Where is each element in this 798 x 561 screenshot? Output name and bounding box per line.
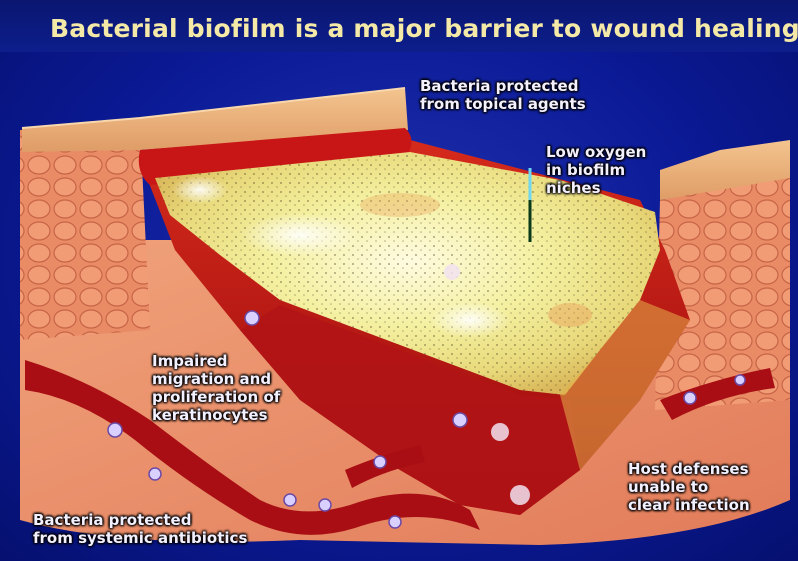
label-keratinocytes: Impaired migration and proliferation of … [152,352,280,424]
immune-cell [284,494,296,506]
bacterial-colony [491,423,509,441]
immune-cell [108,423,122,437]
biofilm-highlight [240,213,360,257]
immune-cell [245,311,259,325]
immune-cell [735,375,745,385]
immune-cell [389,516,401,528]
immune-cell [684,392,696,404]
immune-cell [374,456,386,468]
bacterial-colony [510,485,530,505]
label-systemic-antibiotics: Bacteria protected from systemic antibio… [33,511,247,547]
label-low-oxygen: Low oxygen in biofilm niches [546,143,646,197]
immune-cell [319,499,331,511]
left-epidermis-cells [20,125,150,340]
bacterial-colony [444,264,460,280]
label-host-defenses: Host defenses unable to clear infection [628,460,750,514]
immune-cell [453,413,467,427]
label-topical-agents: Bacteria protected from topical agents [420,77,586,113]
immune-cell [149,468,161,480]
